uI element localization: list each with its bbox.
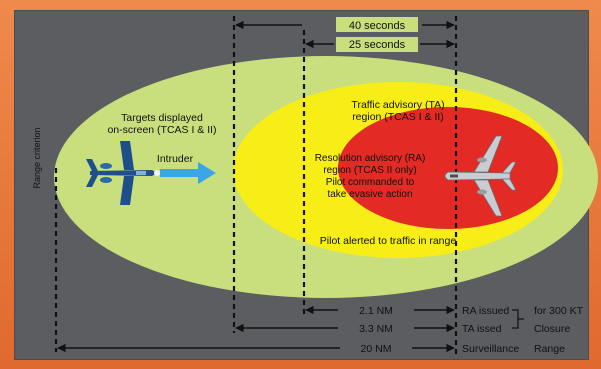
ra-region-line4: take evasive action xyxy=(327,189,412,200)
pilot-alerted-label: Pilot alerted to traffic in range xyxy=(320,235,457,247)
intruder-label: Intruder xyxy=(157,153,194,165)
ra-region-line1: Resolution advisory (RA) xyxy=(315,153,426,164)
range-20nm: 20 NM xyxy=(361,343,392,355)
ra-region-line3: Pilot commanded to xyxy=(326,177,415,188)
ta-region-line2: region (TCAS I & II) xyxy=(352,111,444,123)
ta-region-line1: Traffic advisory (TA) xyxy=(351,99,444,111)
closure-bracket xyxy=(512,309,524,329)
range-2-1nm: 2.1 NM xyxy=(359,305,393,317)
ra-region-line2: region (TCAS II only) xyxy=(323,165,416,176)
targets-displayed-line2: on-screen (TCAS I & II) xyxy=(107,124,216,136)
own-aircraft-icon xyxy=(444,135,517,217)
ta-issued-label: TA issed xyxy=(462,323,502,335)
range-suffix-label: Range xyxy=(534,343,565,355)
ra-issued-label: RA issued xyxy=(462,305,509,317)
closure-note-line2: Closure xyxy=(534,323,570,335)
intruder-aircraft-icon xyxy=(86,141,160,205)
closure-note-line1: for 300 KT xyxy=(534,305,584,317)
targets-displayed-line1: Targets displayed xyxy=(121,112,203,124)
timing-40-seconds: 40 seconds xyxy=(349,20,406,32)
intruder-arrow xyxy=(160,162,216,184)
range-criterion-label: Range criterion xyxy=(32,127,42,188)
surveillance-label: Surveillance xyxy=(462,343,519,355)
ra-zone xyxy=(338,107,558,229)
timing-25-seconds: 25 seconds xyxy=(349,39,406,51)
range-3-3nm: 3.3 NM xyxy=(359,323,393,335)
